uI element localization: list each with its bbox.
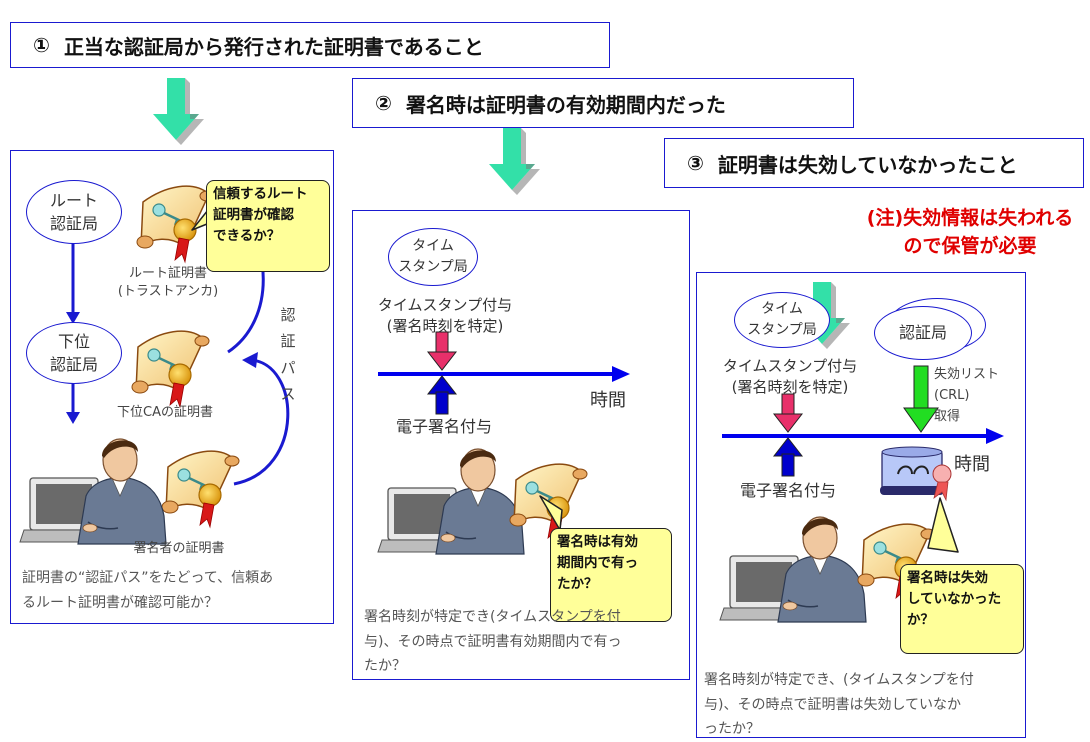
cert-path-char-3: パ [280, 358, 296, 377]
crl-line-3: 取得 [934, 408, 961, 424]
sub-ca-certificate-icon [130, 329, 211, 409]
step2-header: ② 署名時は証明書の有効期間内だった [352, 78, 854, 128]
step1-number: ① [33, 33, 50, 57]
root-certificate-label: ルート証明書 (トラストアンカ) [108, 265, 228, 300]
ts3-label-line-1: タイムスタンプ付与 [722, 357, 858, 375]
bubble1-line-2: 証明書が確認 [213, 206, 294, 223]
signer-certificate-icon [160, 449, 241, 529]
root-cert-line-1: ルート証明書 [128, 266, 207, 281]
bubble1-line-3: できるか？ [213, 227, 281, 244]
flow-arrow-2 [489, 128, 540, 195]
tsa-label-2: スタンプ局 [398, 259, 468, 275]
ts-label-line-1: タイムスタンプ付与 [377, 296, 513, 314]
panel3-caption-line-3: ったか？ [704, 721, 760, 737]
bubble3-line-2: していなかった [907, 590, 1002, 607]
time-axis-label: 時間 [590, 390, 626, 411]
tsa3-label-2: スタンプ局 [747, 322, 817, 338]
flow-arrow-1 [153, 78, 204, 145]
revocation-question-bubble: 署名時は失効 していなかった か？ [900, 564, 1024, 654]
bubble3-line-3: か？ [907, 611, 934, 628]
tsa-node: タイムスタンプ局 [388, 228, 478, 286]
panel2-caption-line-2: 与)、その時点で証明書有効期間内で有っ [364, 633, 622, 650]
step2-number: ② [375, 91, 392, 115]
panel1-caption-line-2: るルート証明書が確認可能か？ [22, 594, 218, 611]
cert-path-char-2: 証 [280, 332, 296, 351]
ca-label: 認証局 [898, 323, 947, 343]
bubble3-line-1: 署名時は失効 [907, 570, 988, 586]
validity-question-bubble: 署名時は有効 期間内で有っ たか？ [550, 528, 672, 622]
bubble1-line-1: 信頼するルート [213, 186, 308, 202]
step3-number: ③ [687, 151, 704, 175]
tsa3-label-1: タイム [761, 301, 803, 317]
step2-title: 署名時は証明書の有効期間内だった [405, 92, 726, 117]
ts-label-line-2: (署名時刻を特定) [386, 317, 504, 335]
step1-header: ① 正当な認証局から発行された証明書であること [10, 22, 610, 68]
bubble2-line-3: たか？ [557, 575, 598, 592]
bubble2-line-1: 署名時は有効 [557, 534, 638, 550]
crl-line-1: 失効リスト [934, 367, 1000, 382]
root-ca-node: ルート認証局 [26, 180, 122, 244]
root-cert-line-2: (トラストアンカ) [117, 283, 219, 299]
step3-header: ③ 証明書は失効していなかったこと [664, 138, 1084, 188]
note-line-1: (注)失効情報は失われる [866, 207, 1074, 229]
signer-person-icon [19, 438, 167, 545]
signature-label: 電子署名付与 [739, 481, 836, 500]
step3-title: 証明書は失効していなかったこと [717, 152, 1018, 177]
time-axis-label: 時間 [954, 454, 990, 475]
certificate-path-label: 認 証 パ ス [278, 302, 298, 407]
cert-path-char-4: ス [280, 384, 296, 403]
ca-node: 認証局 [874, 306, 972, 360]
sub-ca-label-2: 認証局 [49, 355, 98, 374]
step1-title: 正当な認証局から発行された証明書であること [63, 34, 484, 59]
tsa-node: タイムスタンプ局 [734, 292, 830, 348]
root-ca-label-2: 認証局 [49, 214, 98, 233]
timestamp-label: タイムスタンプ付与 (署名時刻を特定) [700, 356, 880, 398]
panel1-caption-line-1: 証明書の“認証パス”をたどって、信頼あ [22, 570, 274, 586]
bubble2-line-2: 期間内で有っ [557, 554, 638, 571]
note-line-2: ので保管が必要 [903, 234, 1037, 257]
panel3-caption-line-1: 署名時刻が特定でき、(タイムスタンプを付 [704, 672, 974, 688]
sub-ca-label-1: 下位 [57, 331, 90, 351]
tsa-label-1: タイム [412, 238, 454, 254]
sub-ca-node: 下位認証局 [26, 322, 122, 384]
cert-path-char-1: 認 [280, 306, 296, 324]
signer-person-icon [719, 516, 867, 623]
root-trust-question-bubble: 信頼するルート 証明書が確認 できるか？ [206, 180, 330, 272]
panel1-caption: 証明書の“認証パス”をたどって、信頼あ るルート証明書が確認可能か？ [22, 566, 332, 615]
ts3-label-line-2: (署名時刻を特定) [731, 378, 849, 396]
crl-storage-note: (注)失効情報は失われる ので保管が必要 [850, 205, 1090, 260]
signer-certificate-label: 署名者の証明書 [133, 541, 225, 556]
crl-line-2: (CRL) [934, 387, 970, 403]
timestamp-label: タイムスタンプ付与 (署名時刻を特定) [355, 295, 535, 337]
crl-document-icon [880, 446, 952, 502]
panel2-caption-line-1: 署名時刻が特定でき(タイムスタンプを付 [364, 609, 621, 625]
panel2-caption: 署名時刻が特定でき(タイムスタンプを付 与)、その時点で証明書有効期間内で有っ … [364, 605, 690, 679]
crl-fetch-label: 失効リスト (CRL) 取得 [934, 365, 999, 427]
signature-label: 電子署名付与 [395, 417, 492, 436]
signer-person-icon [377, 448, 525, 555]
panel3-caption-line-2: 与)、その時点で証明書は失効していなか [704, 696, 962, 713]
root-ca-label-1: ルート [49, 190, 98, 210]
panel2-caption-line-3: たか？ [364, 658, 406, 674]
panel3-caption: 署名時刻が特定でき、(タイムスタンプを付 与)、その時点で証明書は失効していなか… [704, 668, 1034, 742]
sub-ca-certificate-label: 下位CAの証明書 [117, 405, 213, 420]
